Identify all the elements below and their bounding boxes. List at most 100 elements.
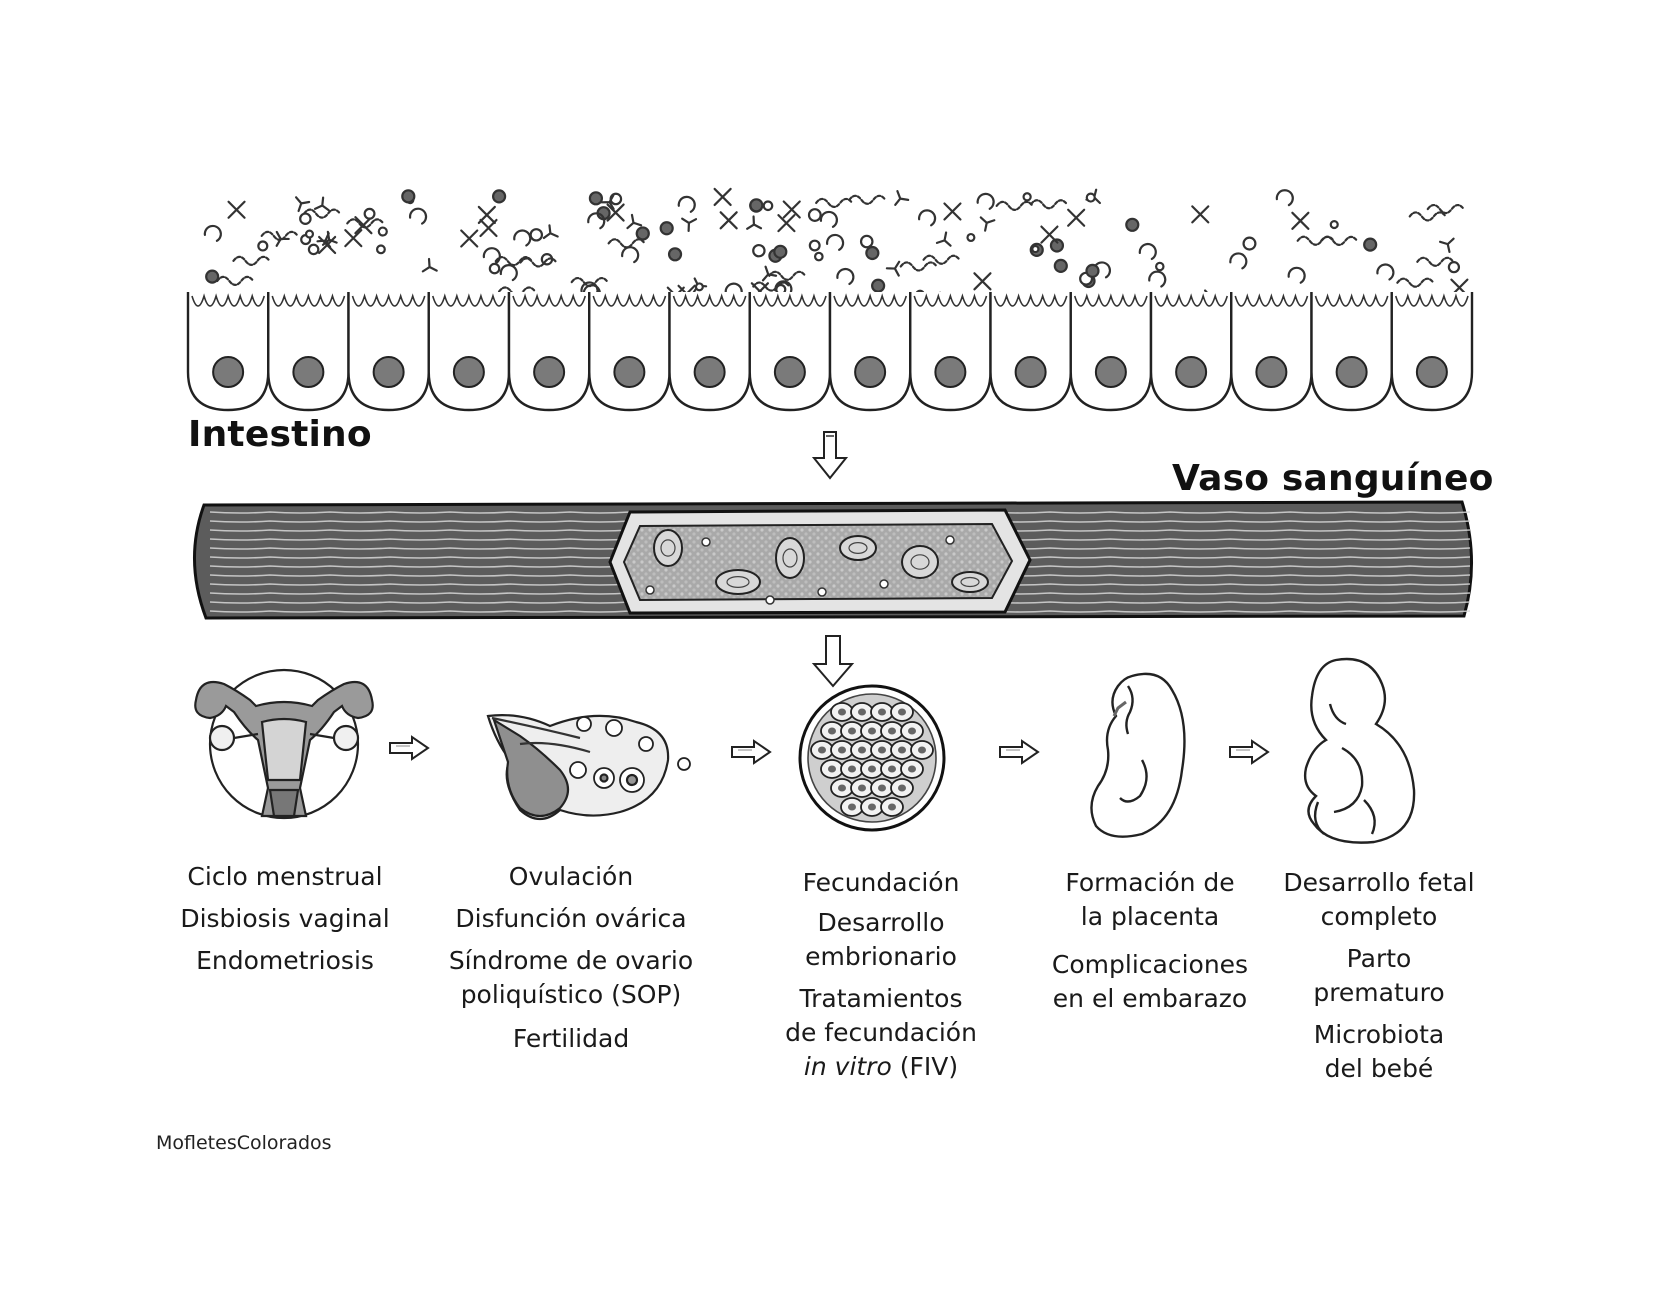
stage-label: la placenta xyxy=(1080,902,1220,931)
stage-label: del bebé xyxy=(1324,1054,1434,1083)
microbe-icon xyxy=(694,282,704,292)
microbe-icon xyxy=(587,212,606,230)
microbe-icon xyxy=(995,200,1034,211)
stage-2-text: Ovulación Disfunción ovárica Síndrome de… xyxy=(426,860,716,1056)
microbe-icon xyxy=(401,189,416,204)
cell-nucleus xyxy=(1415,356,1448,388)
fetus-icon xyxy=(1303,657,1416,844)
stage-label: completo xyxy=(1320,902,1438,931)
epithelial-cell xyxy=(347,292,430,412)
microbe-icon xyxy=(782,200,801,219)
epithelial-cell xyxy=(1230,292,1313,412)
stage-label: Complicaciones xyxy=(1051,950,1249,979)
microbe-icon xyxy=(1416,256,1455,267)
epithelial-cell xyxy=(828,292,912,412)
stage-5-text: Desarrollo fetal completo Parto prematur… xyxy=(1254,866,1504,1086)
epithelial-cell xyxy=(989,292,1072,412)
uterus-icon xyxy=(194,668,374,820)
cell-nucleus xyxy=(773,356,806,388)
stage-label: Microbiota xyxy=(1313,1020,1445,1049)
microbe-icon xyxy=(865,245,880,261)
microbe-icon xyxy=(1447,261,1461,274)
microbe-icon xyxy=(205,269,220,284)
microbe-icon xyxy=(762,200,774,212)
microbe-icon xyxy=(1085,192,1096,203)
microbe-icon xyxy=(815,197,854,209)
microbe-icon xyxy=(216,275,255,286)
cell-nucleus xyxy=(1014,356,1047,388)
microbe-icon xyxy=(421,257,438,273)
cell-nucleus xyxy=(1175,356,1208,388)
microbe-icon xyxy=(482,247,501,265)
stage-label: embrionario xyxy=(805,942,957,971)
right-arrow-icon xyxy=(731,739,772,765)
epithelial-cell xyxy=(1069,292,1153,412)
microbe-icon xyxy=(375,244,386,255)
microbe-icon xyxy=(346,218,385,229)
cell-nucleus xyxy=(292,356,325,388)
microbe-icon xyxy=(488,262,501,275)
microbe-icon xyxy=(377,226,388,237)
cell-nucleus xyxy=(212,356,245,388)
microbe-icon xyxy=(232,255,271,266)
microbe-icon xyxy=(1229,252,1248,270)
stage-label: Parto xyxy=(1346,944,1412,973)
red-blood-cell xyxy=(775,537,805,579)
microbe-icon xyxy=(719,211,738,230)
microbe-icon xyxy=(299,212,312,226)
microbe-icon xyxy=(713,187,732,207)
cell-nucleus xyxy=(693,356,726,388)
right-arrow-icon xyxy=(389,735,430,761)
microbe-icon xyxy=(1320,235,1359,246)
microbe-icon xyxy=(1242,236,1257,251)
microbe-icon xyxy=(808,239,821,252)
cell-nucleus xyxy=(372,356,405,388)
cell-nucleus xyxy=(452,356,485,388)
microbe-icon xyxy=(1408,211,1447,222)
microbe-icon xyxy=(1155,261,1165,272)
microbe-icon xyxy=(408,207,428,225)
microbe-icon xyxy=(494,256,533,267)
right-arrow-icon xyxy=(999,739,1040,765)
microbe-icon xyxy=(1022,192,1032,202)
epithelial-cell xyxy=(186,292,270,412)
microbe-icon xyxy=(307,243,320,256)
down-arrow-icon xyxy=(811,431,849,480)
stage-label: (FIV) xyxy=(899,1052,959,1081)
stage-label-row: in vitro (FIV) xyxy=(756,1050,1006,1084)
red-blood-cell xyxy=(839,535,877,561)
microbe-icon xyxy=(1138,242,1157,261)
microbe-icon xyxy=(677,195,696,213)
microbe-icon xyxy=(894,190,910,206)
stage-1-text: Ciclo menstrual Disbiosis vaginal Endome… xyxy=(160,860,410,978)
microbe-icon xyxy=(1296,235,1335,246)
microbe-icon xyxy=(354,216,373,235)
stage-label: Fertilidad xyxy=(512,1024,630,1053)
cell-nucleus xyxy=(1335,356,1368,388)
microbe-icon xyxy=(885,260,901,277)
microbe-icon xyxy=(460,229,479,248)
stage-label: Desarrollo fetal xyxy=(1283,868,1475,897)
microbe-icon xyxy=(1029,199,1069,210)
microbe-icon xyxy=(1291,211,1310,230)
microbe-icon xyxy=(542,224,559,240)
microbe-icon xyxy=(973,272,992,291)
embryo-cells-icon xyxy=(798,684,946,832)
microbe-icon xyxy=(681,217,698,233)
microbe-icon xyxy=(492,189,507,204)
microbe-icon xyxy=(761,265,778,282)
microbe-icon xyxy=(600,194,615,211)
stage-label: Ovulación xyxy=(508,862,634,891)
microbe-icon xyxy=(1053,258,1068,273)
right-arrow-icon xyxy=(1229,739,1270,765)
microbe-icon xyxy=(807,208,822,222)
epithelial-cell xyxy=(748,292,832,412)
epithelial-cell xyxy=(909,292,992,412)
red-blood-cell xyxy=(901,545,939,579)
cell-nucleus xyxy=(533,356,566,388)
microbe-icon xyxy=(363,207,376,220)
microbe-icon xyxy=(777,214,796,233)
stage-label: en el embarazo xyxy=(1052,984,1248,1013)
microbe-icon xyxy=(1049,238,1065,253)
microbe-icon xyxy=(294,196,311,213)
